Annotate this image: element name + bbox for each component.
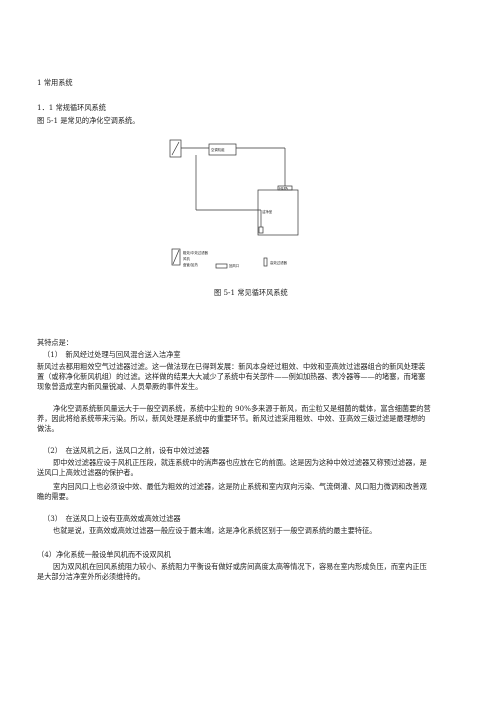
legend-fan-label: 风机 — [183, 256, 190, 261]
legend-filter-label: 粗效/中效过滤器 — [183, 250, 208, 255]
intro-text: 图 5-1 是常见的净化空调系统。 — [37, 116, 140, 125]
point-1-body-2: 净化空调系统新风量远大于一般空调系统，系统中尘粒的 90%多来源于新风，而尘粒又… — [37, 404, 431, 433]
point-1-body: 新风过去都用粗效空气过滤器过滤。这一做法现在已得到发展：新风本身经过粗效、中效和… — [37, 362, 426, 391]
legend-fan-symbol — [215, 263, 228, 269]
legend-filter-symbol — [171, 248, 181, 266]
legend-return-label: 回风口 — [229, 264, 239, 268]
figure-caption: 图 5-1 常见循环风系统 — [214, 288, 288, 297]
label-hepa: HEPA — [279, 187, 289, 191]
legend-hepa-label: 高效过滤器 — [270, 260, 288, 265]
point-3-heading: （3） 在送风口上设有亚高效或高效过滤器 — [43, 514, 181, 523]
legend-coil-label: 盘管/加热 — [183, 262, 198, 267]
label-room: 洁净室 — [262, 209, 273, 214]
point-1-heading: （1） 新风经过处理与回风混合送入洁净室 — [43, 350, 181, 359]
point-4-body: 因为双风机在回风系统阻力较小、系统阻力平衡设有做好或房间高度太高等情况下，容易在… — [37, 562, 427, 581]
point-2-body-2: 室内回风口上也必须设中效、最低为粗效的过滤器，这是防止系统和室内双向污染、气流倒… — [37, 482, 427, 501]
subsection-heading: 1．1 常规循环风系统 — [37, 103, 106, 112]
point-2-body: 即中效过滤器应设于风机正压段，就连系统中的消声器也应放在它的前面。这是因为这种中… — [37, 458, 427, 477]
fresh-air-filter — [169, 139, 182, 158]
air-handling-unit — [208, 143, 237, 156]
point-4-heading: （4）净化系统一般设单风机而不设双风机 — [37, 550, 171, 559]
features-title: 其特点是： — [37, 338, 73, 347]
section-heading: 1 常用系统 — [37, 78, 73, 87]
label-ahu: 空调机组 — [211, 147, 225, 152]
legend-hepa-symbol — [263, 257, 268, 267]
return-grille — [258, 226, 264, 234]
point-2-heading: （2） 在送风机之后，送风口之前，设有中效过滤器 — [43, 446, 210, 455]
clean-room — [257, 189, 299, 236]
point-3-body: 也就是说，亚高效或高效过滤器一般应设于最末端，这是净化系统区别于一般空调系统的最… — [53, 526, 377, 535]
